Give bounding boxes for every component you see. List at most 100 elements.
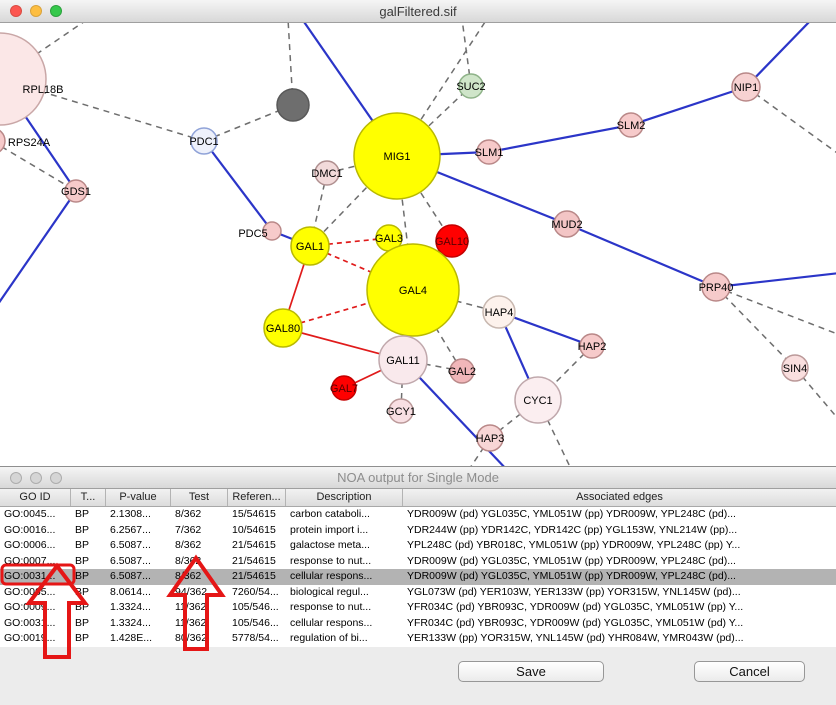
network-canvas[interactable]: RPL18BRPS24AGDS1PDC1DMC1MIG1SUC2SLM1SLM2… bbox=[0, 23, 836, 466]
network-node[interactable] bbox=[366, 243, 460, 337]
table-cell: biological regul... bbox=[290, 585, 369, 598]
save-button[interactable]: Save bbox=[458, 661, 604, 682]
table-cell: BP bbox=[75, 601, 90, 613]
table-cell: 15/54615 bbox=[232, 508, 276, 520]
network-node[interactable] bbox=[476, 139, 502, 165]
column-header[interactable]: GO ID bbox=[0, 489, 71, 506]
network-node[interactable] bbox=[331, 375, 357, 401]
network-node[interactable] bbox=[262, 221, 282, 241]
column-header[interactable]: P-value bbox=[106, 489, 171, 506]
node-label: GDS1 bbox=[61, 186, 91, 198]
column-header[interactable]: Referen... bbox=[228, 489, 286, 506]
table-cell: GO:0031... bbox=[4, 616, 56, 629]
network-node[interactable] bbox=[701, 272, 731, 302]
node-label: GAL3 bbox=[375, 233, 403, 245]
network-node[interactable] bbox=[353, 112, 441, 200]
network-edge[interactable] bbox=[400, 359, 404, 412]
noa-zoom-button[interactable] bbox=[50, 472, 62, 484]
zoom-button[interactable] bbox=[50, 5, 62, 17]
noa-minimize-button[interactable] bbox=[30, 472, 42, 484]
network-edge[interactable] bbox=[0, 23, 88, 80]
network-node[interactable] bbox=[731, 72, 761, 102]
network-edge[interactable] bbox=[745, 23, 812, 88]
table-cell: cellular respons... bbox=[290, 570, 373, 582]
network-node[interactable] bbox=[276, 88, 310, 122]
network-edge[interactable] bbox=[309, 155, 398, 247]
network-node[interactable] bbox=[458, 73, 484, 99]
network-edge[interactable] bbox=[0, 141, 77, 192]
network-edge[interactable] bbox=[715, 286, 796, 369]
network-node[interactable] bbox=[553, 210, 581, 238]
network-node[interactable] bbox=[579, 333, 605, 359]
network-edge[interactable] bbox=[566, 222, 717, 289]
network-node[interactable] bbox=[0, 32, 47, 126]
network-node[interactable] bbox=[449, 358, 475, 384]
network-node[interactable] bbox=[378, 335, 428, 385]
network-edge[interactable] bbox=[0, 190, 77, 307]
node-label: GAL80 bbox=[266, 323, 300, 335]
column-header[interactable]: Description bbox=[286, 489, 403, 506]
column-header[interactable]: Associated edges bbox=[576, 491, 663, 503]
network-node[interactable] bbox=[618, 112, 644, 138]
network-node[interactable] bbox=[514, 376, 562, 424]
node-label: HAP3 bbox=[476, 433, 505, 445]
noa-close-button[interactable] bbox=[10, 472, 22, 484]
table-cell: 1.3324... bbox=[110, 616, 151, 629]
network-edge[interactable] bbox=[468, 437, 491, 466]
network-node[interactable] bbox=[64, 179, 88, 203]
network-window-titlebar[interactable]: galFiltered.sif bbox=[0, 0, 836, 23]
node-label: GAL2 bbox=[448, 366, 476, 378]
table-cell: BP bbox=[75, 539, 90, 551]
table-cell: 10/54615 bbox=[232, 523, 276, 536]
network-edge[interactable] bbox=[203, 140, 273, 232]
node-label: PDC5 bbox=[238, 228, 267, 240]
table-cell: 8/362 bbox=[175, 508, 202, 520]
column-header[interactable]: Test bbox=[171, 489, 228, 506]
network-node[interactable] bbox=[0, 128, 6, 154]
network-edge[interactable] bbox=[488, 123, 632, 154]
table-cell: BP bbox=[75, 616, 90, 629]
network-node[interactable] bbox=[482, 295, 516, 329]
node-label: NIP1 bbox=[734, 82, 758, 94]
network-edge[interactable] bbox=[715, 272, 836, 289]
network-edge[interactable] bbox=[630, 85, 747, 127]
network-edge[interactable] bbox=[402, 359, 508, 466]
node-label: GAL7 bbox=[330, 383, 358, 395]
network-node[interactable] bbox=[476, 424, 504, 452]
network-node[interactable] bbox=[435, 224, 469, 258]
noa-window-titlebar[interactable]: NOA output for Single Mode bbox=[0, 467, 836, 489]
node-label: HAP4 bbox=[485, 307, 514, 319]
network-node[interactable] bbox=[290, 226, 330, 266]
network-node[interactable] bbox=[314, 160, 340, 186]
network-edge[interactable] bbox=[745, 86, 836, 155]
network-edge[interactable] bbox=[715, 286, 836, 335]
cancel-button[interactable]: Cancel bbox=[694, 661, 805, 682]
network-node[interactable] bbox=[388, 398, 414, 424]
table-cell: 11/362 bbox=[175, 601, 207, 613]
network-node[interactable] bbox=[190, 127, 218, 155]
minimize-button[interactable] bbox=[30, 5, 42, 17]
close-button[interactable] bbox=[10, 5, 22, 17]
node-label: DMC1 bbox=[311, 168, 342, 180]
table-cell: 1.428E... bbox=[110, 632, 153, 644]
table-cell: response to nut... bbox=[290, 601, 372, 613]
noa-window-title: NOA output for Single Mode bbox=[337, 470, 499, 485]
column-header[interactable]: T... bbox=[71, 489, 106, 506]
table-cell: BP bbox=[75, 554, 90, 567]
network-node[interactable] bbox=[263, 308, 303, 348]
node-label: PRP40 bbox=[699, 282, 734, 294]
table-cell: 105/546... bbox=[232, 616, 279, 629]
node-label: GCY1 bbox=[386, 406, 416, 418]
network-node[interactable] bbox=[781, 354, 809, 382]
node-label: MUD2 bbox=[551, 219, 582, 231]
